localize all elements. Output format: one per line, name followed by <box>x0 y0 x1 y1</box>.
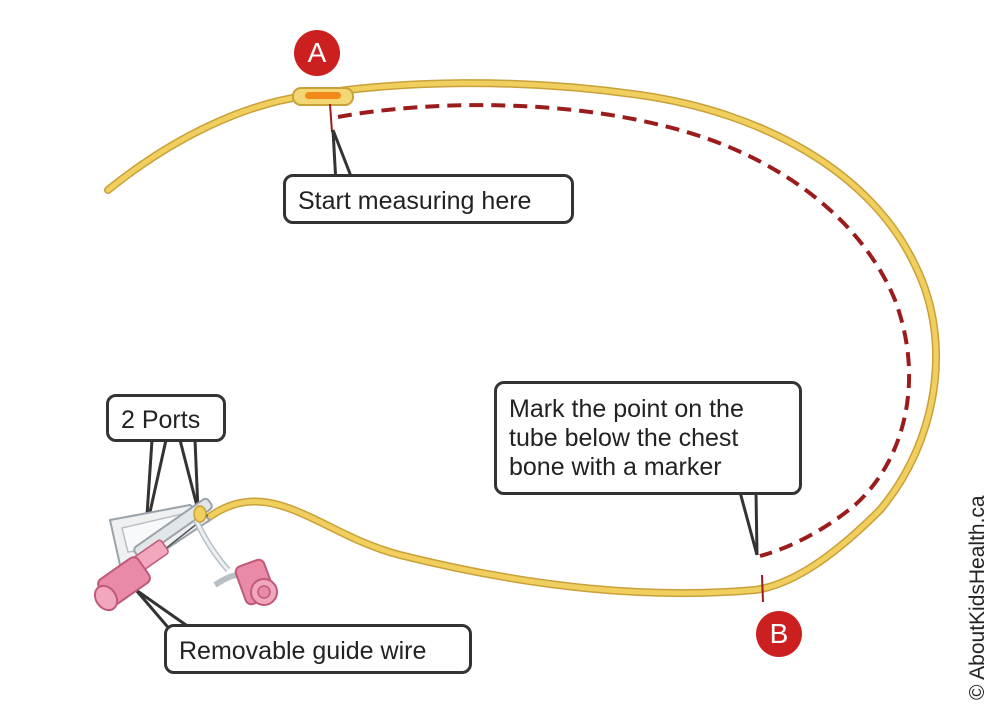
point-a-badge: A <box>294 30 340 76</box>
tick-a <box>329 103 333 133</box>
callout-start-measuring: Start measuring here <box>283 174 574 224</box>
ports-label: 2 Ports <box>121 406 201 434</box>
callout-mark-point: Mark the point on the tube below the che… <box>494 381 802 495</box>
guide-wire-label: Removable guide wire <box>179 637 427 665</box>
pointer-ports <box>144 439 200 531</box>
mark-point-line-2: tube below the chest <box>509 424 739 452</box>
side-port-cap <box>213 558 278 606</box>
start-measuring-label: Start measuring here <box>298 187 532 215</box>
mark-point-line-3: bone with a marker <box>509 453 722 481</box>
guide-wire-hub <box>93 539 169 612</box>
copyright-text: © AboutKidsHealth.ca <box>966 495 989 700</box>
tube-marker-a <box>292 87 354 106</box>
callout-guide-wire: Removable guide wire <box>164 624 472 674</box>
point-b-badge: B <box>756 611 802 657</box>
measurement-dashed-line <box>337 103 912 558</box>
tick-b <box>761 574 764 603</box>
callout-ports: 2 Ports <box>106 394 226 442</box>
mark-point-line-1: Mark the point on the <box>509 395 744 423</box>
feeding-tube <box>104 79 941 598</box>
